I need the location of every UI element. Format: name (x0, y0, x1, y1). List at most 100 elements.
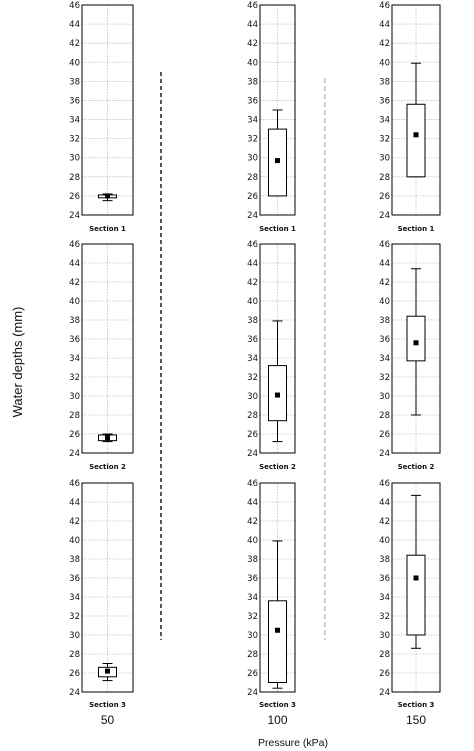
y-tick-label: 46 (379, 240, 390, 250)
median-marker-p50-s2 (105, 435, 110, 441)
y-tick-label: 28 (69, 173, 80, 183)
section-label: Section 3 (398, 701, 435, 709)
y-tick-label: 40 (247, 536, 258, 546)
y-tick-label: 42 (247, 517, 258, 527)
y-tick-label: 42 (69, 278, 80, 288)
y-tick-label: 36 (69, 574, 80, 584)
y-tick-label: 38 (247, 316, 258, 326)
y-tick-label: 38 (247, 77, 258, 87)
y-tick-label: 44 (247, 20, 258, 30)
y-tick-label: 32 (69, 135, 80, 145)
y-tick-label: 28 (69, 411, 80, 421)
median-marker-p50-s1 (105, 193, 110, 199)
panel-frame-p100-s1 (259, 4, 296, 216)
y-tick-label: 30 (69, 392, 80, 402)
y-tick-label: 24 (379, 688, 390, 698)
y-tick-label: 26 (379, 192, 390, 202)
y-tick-label: 34 (247, 116, 258, 126)
y-tick-label: 24 (379, 449, 390, 459)
y-tick-label: 30 (379, 154, 390, 164)
y-tick-label: 32 (247, 135, 258, 145)
y-tick-label: 34 (69, 116, 80, 126)
y-tick-label: 30 (247, 154, 258, 164)
y-tick-label: 36 (379, 335, 390, 345)
panel-frame-p150-s2 (391, 243, 441, 454)
y-tick-label: 46 (379, 479, 390, 489)
y-tick-label: 26 (69, 430, 80, 440)
y-tick-label: 30 (247, 631, 258, 641)
y-tick-label: 30 (69, 154, 80, 164)
y-tick-label: 32 (379, 373, 390, 383)
y-tick-label: 24 (247, 449, 258, 459)
y-tick-label: 32 (379, 612, 390, 622)
y-tick-label: 26 (69, 669, 80, 679)
median-marker-p150-s3 (413, 575, 419, 581)
y-tick-label: 44 (69, 20, 80, 30)
box-p150-s3 (406, 554, 426, 636)
y-tick-label: 34 (247, 593, 258, 603)
y-tick-label: 26 (247, 430, 258, 440)
y-tick-label: 46 (247, 479, 258, 489)
y-tick-label: 44 (379, 498, 390, 508)
y-tick-label: 34 (247, 354, 258, 364)
y-tick-label: 30 (379, 392, 390, 402)
y-tick-label: 38 (247, 555, 258, 565)
y-tick-label: 42 (379, 39, 390, 49)
y-tick-label: 44 (69, 498, 80, 508)
panel-frame-p150-s1 (391, 4, 441, 216)
y-axis-label: Water depths (mm) (10, 307, 25, 418)
y-tick-label: 24 (247, 688, 258, 698)
y-tick-label: 32 (69, 373, 80, 383)
y-tick-label: 28 (69, 650, 80, 660)
y-tick-label: 28 (247, 411, 258, 421)
y-tick-label: 34 (69, 593, 80, 603)
y-tick-label: 30 (379, 631, 390, 641)
section-label: Section 1 (89, 225, 126, 233)
y-tick-label: 32 (247, 373, 258, 383)
y-tick-label: 40 (379, 297, 390, 307)
median-marker-p100-s1 (275, 158, 280, 164)
median-marker-p100-s3 (275, 627, 280, 633)
pressure-label: 50 (101, 713, 115, 727)
y-tick-label: 36 (69, 96, 80, 106)
y-tick-label: 38 (379, 77, 390, 87)
panel-frame-p50-s1 (81, 4, 134, 216)
section-label: Section 3 (89, 701, 126, 709)
y-tick-label: 42 (247, 278, 258, 288)
section-label: Section 1 (398, 225, 435, 233)
y-tick-label: 26 (247, 669, 258, 679)
y-tick-label: 34 (379, 593, 390, 603)
y-tick-label: 38 (379, 316, 390, 326)
y-tick-label: 40 (247, 297, 258, 307)
y-tick-label: 24 (69, 211, 80, 221)
y-tick-label: 46 (69, 240, 80, 250)
y-tick-label: 26 (379, 669, 390, 679)
y-tick-label: 26 (379, 430, 390, 440)
panels: 24 26 28 30 32 34 36 38 40 42 44 46 Section 1 24 26 28 3… (69, 1, 441, 727)
y-tick-label: 26 (69, 192, 80, 202)
median-marker-p100-s2 (275, 392, 280, 398)
y-tick-label: 24 (247, 211, 258, 221)
pressure-label: 150 (406, 713, 426, 727)
y-tick-label: 34 (379, 116, 390, 126)
x-axis-label: Pressure (kPa) (258, 737, 328, 749)
y-tick-label: 40 (379, 58, 390, 68)
panel-frame-p50-s2 (81, 243, 134, 454)
y-tick-label: 36 (247, 96, 258, 106)
y-tick-label: 28 (379, 173, 390, 183)
y-tick-label: 40 (69, 536, 80, 546)
y-tick-label: 26 (247, 192, 258, 202)
y-tick-label: 34 (69, 354, 80, 364)
median-marker-p150-s1 (413, 132, 419, 138)
y-tick-label: 44 (379, 20, 390, 30)
y-tick-label: 40 (69, 297, 80, 307)
y-tick-label: 28 (379, 650, 390, 660)
y-tick-label: 34 (379, 354, 390, 364)
y-tick-label: 40 (247, 58, 258, 68)
y-tick-label: 24 (69, 688, 80, 698)
panel-frame-p100-s2 (259, 243, 296, 454)
section-label: Section 2 (398, 463, 435, 471)
section-label: Section 2 (89, 463, 126, 471)
y-tick-label: 32 (379, 135, 390, 145)
y-tick-label: 28 (247, 173, 258, 183)
